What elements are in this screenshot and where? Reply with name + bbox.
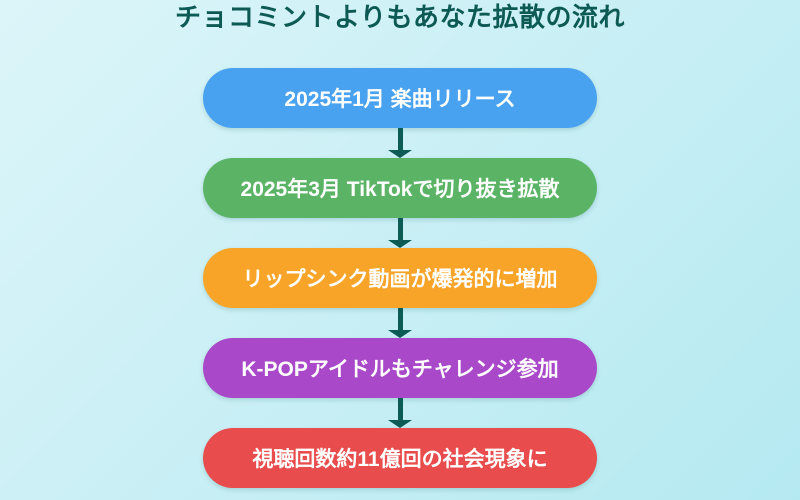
down-arrow-icon [388,128,412,158]
arrow-shaft [397,398,403,420]
arrow-head [388,420,412,428]
flow-step-lipsync-boom: リップシンク動画が爆発的に増加 [203,248,597,308]
arrow-shaft [397,218,403,240]
flow-step-tiktok-spread: 2025年3月 TikTokで切り抜き拡散 [203,158,597,218]
down-arrow-icon [388,398,412,428]
flow-step-social-phenomenon: 視聴回数約11億回の社会現象に [203,428,597,488]
flowchart: 2025年1月 楽曲リリース 2025年3月 TikTokで切り抜き拡散 リップ… [203,68,597,488]
arrow-head [388,150,412,158]
arrow-shaft [397,128,403,150]
arrow-head [388,330,412,338]
arrow-head [388,240,412,248]
flow-step-kpop-challenge: K-POPアイドルもチャレンジ参加 [203,338,597,398]
down-arrow-icon [388,308,412,338]
arrow-shaft [397,308,403,330]
down-arrow-icon [388,218,412,248]
page-title: チョコミントよりもあなた拡散の流れ [175,2,625,32]
flow-step-release: 2025年1月 楽曲リリース [203,68,597,128]
